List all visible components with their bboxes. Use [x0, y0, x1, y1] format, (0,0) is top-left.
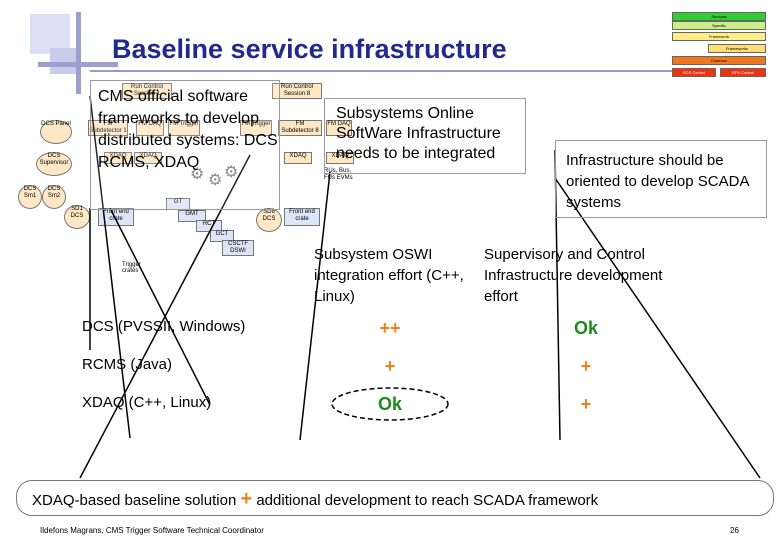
- stack-layer: Framework: [672, 32, 766, 41]
- diagram-box: XDAQ: [134, 152, 162, 164]
- stack-layer: Frameworks: [708, 44, 766, 53]
- gear-icon: ⚙: [208, 172, 223, 189]
- footer-author: Ildefons Magrans, CMS Trigger Software T…: [40, 526, 264, 535]
- conclusion-suffix: additional development to reach SCADA fr…: [256, 492, 599, 509]
- frameworks-text: CMS official software frameworks to deve…: [98, 88, 278, 171]
- table-header-oswi: Subsystem OSWI integration effort (C++, …: [314, 246, 464, 305]
- gear-icon: ⚙: [224, 164, 239, 181]
- diagram-circle: SD1 DCS: [64, 205, 90, 229]
- table-row-label: RCMS (Java): [82, 356, 173, 373]
- diagram-box: XDAQ: [326, 152, 354, 164]
- diagram-circle: DCS Sm2: [42, 185, 66, 209]
- stack-layer: Services: [672, 12, 766, 21]
- stack-layer: Specific: [672, 21, 766, 30]
- diagram-box: FM Subdetector 8: [278, 120, 322, 136]
- conclusion-text: XDAQ-based baseline solution + additiona…: [32, 488, 598, 511]
- diagram-circle: SD8 DCS: [256, 208, 282, 232]
- table-cell: ++: [379, 318, 401, 338]
- deco-cross-horizontal: [38, 62, 118, 67]
- diagram-box: FM Trigger: [240, 120, 272, 136]
- diagram-box: FM Subdetector 1: [88, 120, 128, 136]
- deco-cross-vertical: [76, 12, 81, 94]
- oswi-text: Subsystems Online SoftWare Infrastructur…: [336, 105, 501, 162]
- page-title: Baseline service infrastructure: [112, 34, 507, 64]
- diagram-box: Run Control Session 1: [122, 83, 172, 99]
- diagram-box: XDAQ: [284, 152, 312, 164]
- diagram-box: CSCTF DSWI: [222, 240, 254, 256]
- diagram-box: GMT: [178, 210, 206, 222]
- gear-icon: ⚙: [190, 166, 205, 183]
- table-row-label: XDAQ (C++, Linux): [82, 394, 212, 411]
- diagram-box: Front end crate: [284, 208, 320, 226]
- table-cell: Ok: [377, 394, 402, 414]
- diagram-box: XDAQ: [104, 152, 132, 164]
- diagram-box: FM DAQ: [136, 120, 164, 136]
- diagram-box: FM Trigger: [168, 120, 200, 136]
- conclusion-prefix: XDAQ-based baseline solution: [32, 492, 237, 509]
- title-underline: [90, 70, 690, 72]
- diagram-circle: DCS Sm1: [18, 185, 42, 209]
- table-cell: +: [384, 356, 396, 376]
- scada-text: Infrastructure should be oriented to dev…: [566, 152, 749, 211]
- table-row-label: DCS (PVSSII, Windows): [82, 318, 246, 335]
- deco-square-2: [50, 48, 76, 74]
- diagram-box: Run Control Session 8: [272, 83, 322, 99]
- scada-box: [555, 140, 767, 218]
- diagram-label: Trigger crates: [122, 262, 141, 274]
- deco-square-1: [30, 14, 70, 54]
- stack-right-label: RFV Control: [720, 68, 766, 77]
- diagram-circle: DCS Panel: [40, 120, 72, 144]
- table-cell: Ok: [573, 318, 598, 338]
- table-header-infrastructure: Supervisory and Control Infrastructure d…: [484, 246, 663, 305]
- stack-left-label: DCS Control: [672, 68, 716, 77]
- conclusion-box: [16, 480, 774, 516]
- oswi-box: [324, 98, 526, 174]
- diagram-box: FM DAQ: [326, 120, 352, 136]
- table-cell: +: [580, 356, 592, 376]
- conclusion-plus: +: [240, 488, 253, 510]
- table-cell: +: [580, 394, 592, 414]
- frameworks-box: [90, 80, 280, 210]
- diagram-label: RUs, Bus, FUs EVMs: [324, 168, 353, 181]
- diagram-circle: DCS Supervisor: [36, 152, 72, 176]
- page-number: 26: [730, 526, 739, 535]
- stack-diagram: Services Specific Framework Frameworks C…: [668, 12, 768, 78]
- stack-layer: Common: [672, 56, 766, 65]
